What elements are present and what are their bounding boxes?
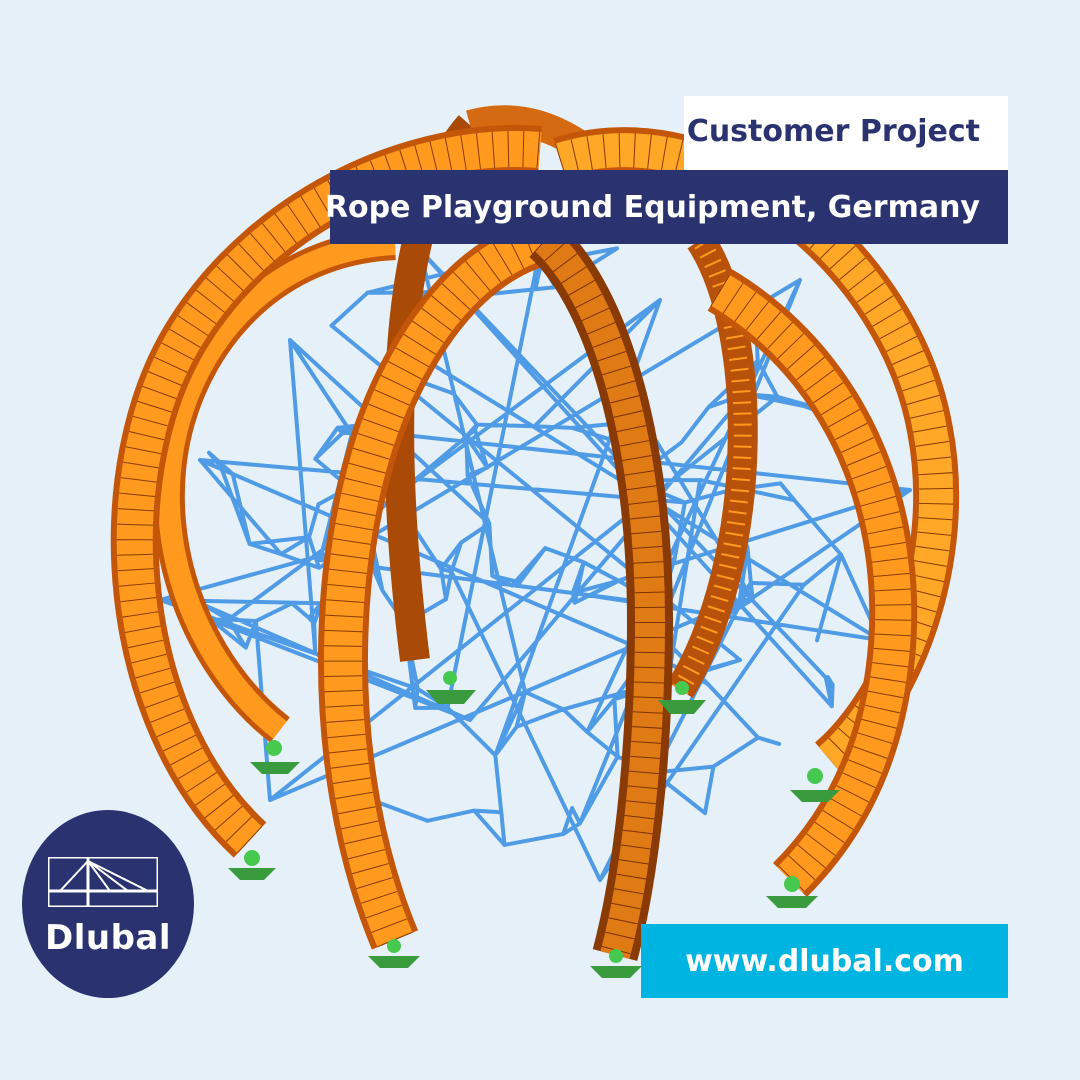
- support-node: [250, 740, 300, 774]
- bridge-icon: [48, 857, 158, 907]
- url-banner[interactable]: www.dlubal.com: [641, 924, 1008, 998]
- front-arches: [110, 125, 960, 961]
- dlubal-logo: Dlubal: [22, 810, 194, 998]
- support-node: [766, 876, 818, 908]
- support-node: [426, 671, 476, 704]
- support-node: [658, 681, 706, 714]
- support-node: [368, 939, 420, 968]
- url-link[interactable]: www.dlubal.com: [685, 944, 964, 979]
- title-text: Rope Playground Equipment, Germany: [324, 190, 980, 225]
- category-text: Customer Project: [686, 114, 980, 149]
- support-node: [790, 768, 840, 802]
- support-node: [590, 949, 642, 978]
- support-node: [228, 850, 276, 880]
- logo-text: Dlubal: [44, 918, 172, 958]
- title-banner: Rope Playground Equipment, Germany: [325, 170, 1008, 244]
- supports: [228, 671, 840, 978]
- category-label: Customer Project: [684, 96, 1008, 170]
